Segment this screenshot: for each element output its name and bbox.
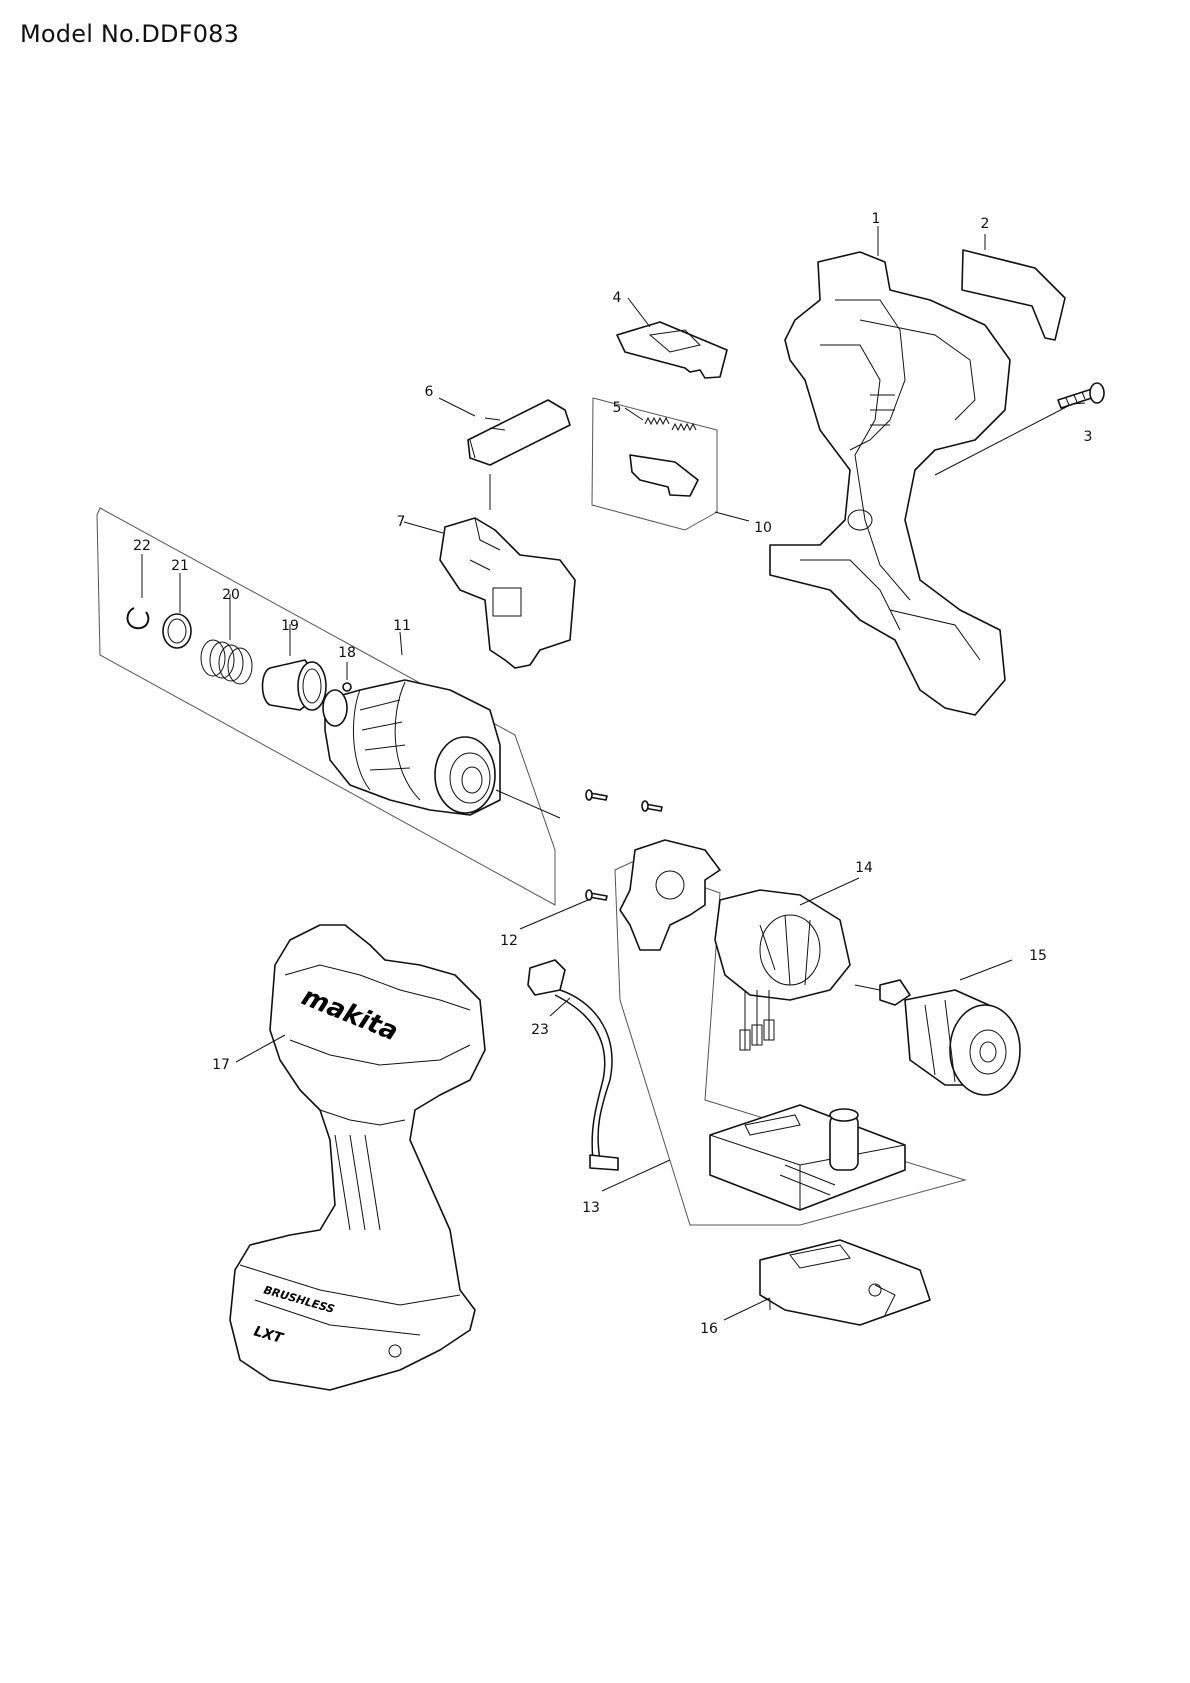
- compression-springs: [644, 416, 697, 432]
- part-number-14: 14: [855, 860, 873, 876]
- part-number-22: 22: [133, 538, 151, 554]
- switch-unit: [439, 517, 576, 669]
- housing-assembly: makita BRUSHLESS LXT: [229, 924, 486, 1391]
- switch-lever: [616, 321, 728, 379]
- part-number-17: 17: [212, 1057, 230, 1073]
- sensor-plate: [619, 839, 721, 951]
- rotor: [854, 979, 1021, 1096]
- part-number-7: 7: [397, 514, 406, 530]
- part-number-15: 15: [1029, 948, 1047, 964]
- part-number-12: 12: [500, 933, 518, 949]
- part-number-13: 13: [582, 1200, 600, 1216]
- retaining-ring: [126, 607, 150, 630]
- switch-parts-frame: [591, 397, 718, 531]
- gear-assembly: [322, 679, 501, 816]
- flat-washer: [162, 613, 192, 649]
- part-number-2: 2: [981, 216, 990, 232]
- part-number-3: 3: [1084, 429, 1093, 445]
- part-number-11: 11: [393, 618, 411, 634]
- reversing-plate: [629, 454, 699, 497]
- gear-assembly-frame: [96, 507, 556, 906]
- housing-right-half: [769, 251, 1011, 716]
- spring: [200, 639, 253, 685]
- part-number-19: 19: [281, 618, 299, 634]
- controller: [709, 1104, 906, 1211]
- part-number-16: 16: [700, 1321, 718, 1337]
- part-number-21: 21: [171, 558, 189, 574]
- model-title: Model No.DDF083: [20, 20, 240, 48]
- stator: [714, 889, 851, 1051]
- pan-head-screws: [585, 789, 663, 901]
- switch-button: [467, 399, 571, 466]
- steel-ball: [342, 682, 352, 692]
- tapping-screw: [1057, 382, 1105, 409]
- part-number-23: 23: [531, 1022, 549, 1038]
- sleeve: [261, 659, 327, 711]
- part-number-10: 10: [754, 520, 772, 536]
- part-number-1: 1: [872, 211, 881, 227]
- part-number-5: 5: [613, 400, 622, 416]
- part-number-18: 18: [338, 645, 356, 661]
- part-number-6: 6: [425, 384, 434, 400]
- name-plate-strip: [961, 249, 1066, 341]
- lead-wire: [527, 959, 619, 1171]
- part-number-4: 4: [613, 290, 622, 306]
- battery-terminal: [759, 1239, 931, 1326]
- part-number-20: 20: [222, 587, 240, 603]
